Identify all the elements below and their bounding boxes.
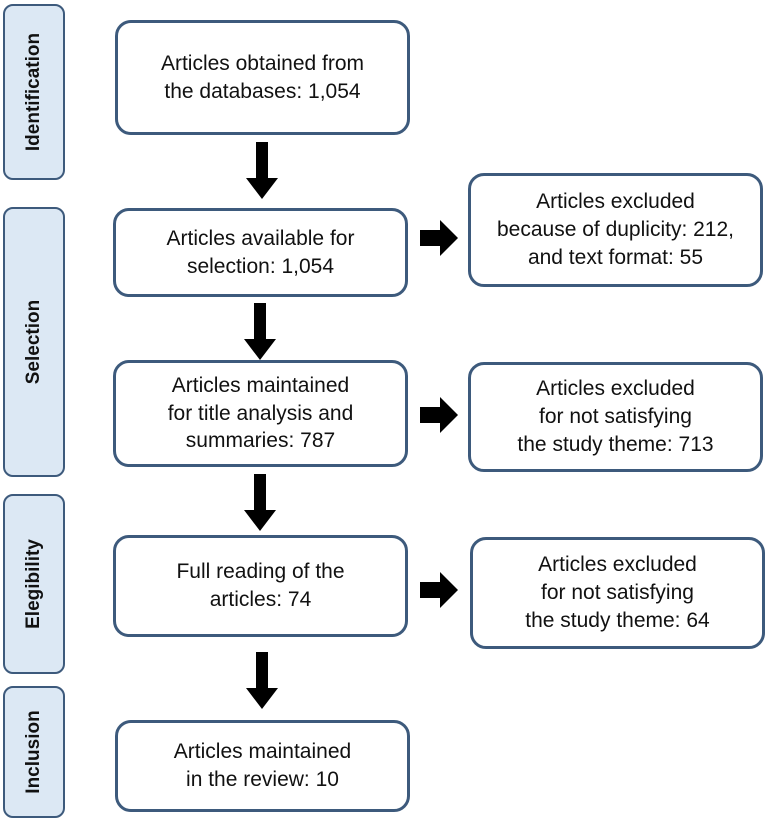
stage-inclusion: Inclusion — [3, 686, 65, 818]
box-articles-available: Articles available for selection: 1,054 — [113, 208, 408, 297]
stage-eligibility-label: Elegibility — [23, 539, 44, 629]
box-excluded-theme-64: Articles excluded for not satisfying the… — [470, 537, 765, 649]
arrow-down-maintained-to-full-reading — [244, 474, 276, 531]
stage-identification-label: Identification — [23, 32, 44, 152]
box-articles-maintained-review-text: Articles maintained in the review: 10 — [173, 740, 352, 791]
stage-inclusion-label: Inclusion — [23, 710, 44, 794]
box-articles-obtained: Articles obtained from the databases: 1,… — [115, 20, 410, 135]
arrow-right-to-excluded-duplicity — [420, 220, 458, 256]
box-excluded-duplicity-text: Articles excluded because of duplicity: … — [497, 190, 734, 269]
box-excluded-duplicity: Articles excluded because of duplicity: … — [468, 173, 763, 287]
box-articles-maintained-review: Articles maintained in the review: 10 — [115, 720, 410, 812]
box-excluded-theme-713-text: Articles excluded for not satisfying the… — [517, 377, 714, 456]
box-articles-maintained-title-text: Articles maintained for title analysis a… — [167, 373, 354, 453]
box-excluded-theme-64-text: Articles excluded for not satisfying the… — [525, 553, 710, 632]
box-full-reading-text: Full reading of the articles: 74 — [176, 560, 345, 611]
stage-selection-label: Selection — [23, 299, 44, 385]
stage-eligibility: Elegibility — [3, 494, 65, 674]
arrow-down-obtained-to-available — [246, 142, 278, 199]
stage-selection: Selection — [3, 207, 65, 477]
box-full-reading: Full reading of the articles: 74 — [113, 535, 408, 637]
arrow-right-to-excluded-theme-64 — [420, 572, 458, 608]
box-articles-obtained-text: Articles obtained from the databases: 1,… — [160, 51, 365, 103]
arrow-down-full-reading-to-review — [246, 652, 278, 709]
arrow-down-available-to-maintained — [244, 303, 276, 360]
box-articles-available-text: Articles available for selection: 1,054 — [166, 226, 355, 278]
box-articles-maintained-title: Articles maintained for title analysis a… — [113, 360, 408, 467]
box-excluded-theme-713: Articles excluded for not satisfying the… — [468, 362, 763, 472]
arrow-right-to-excluded-theme-713 — [420, 397, 458, 433]
stage-identification: Identification — [3, 4, 65, 180]
